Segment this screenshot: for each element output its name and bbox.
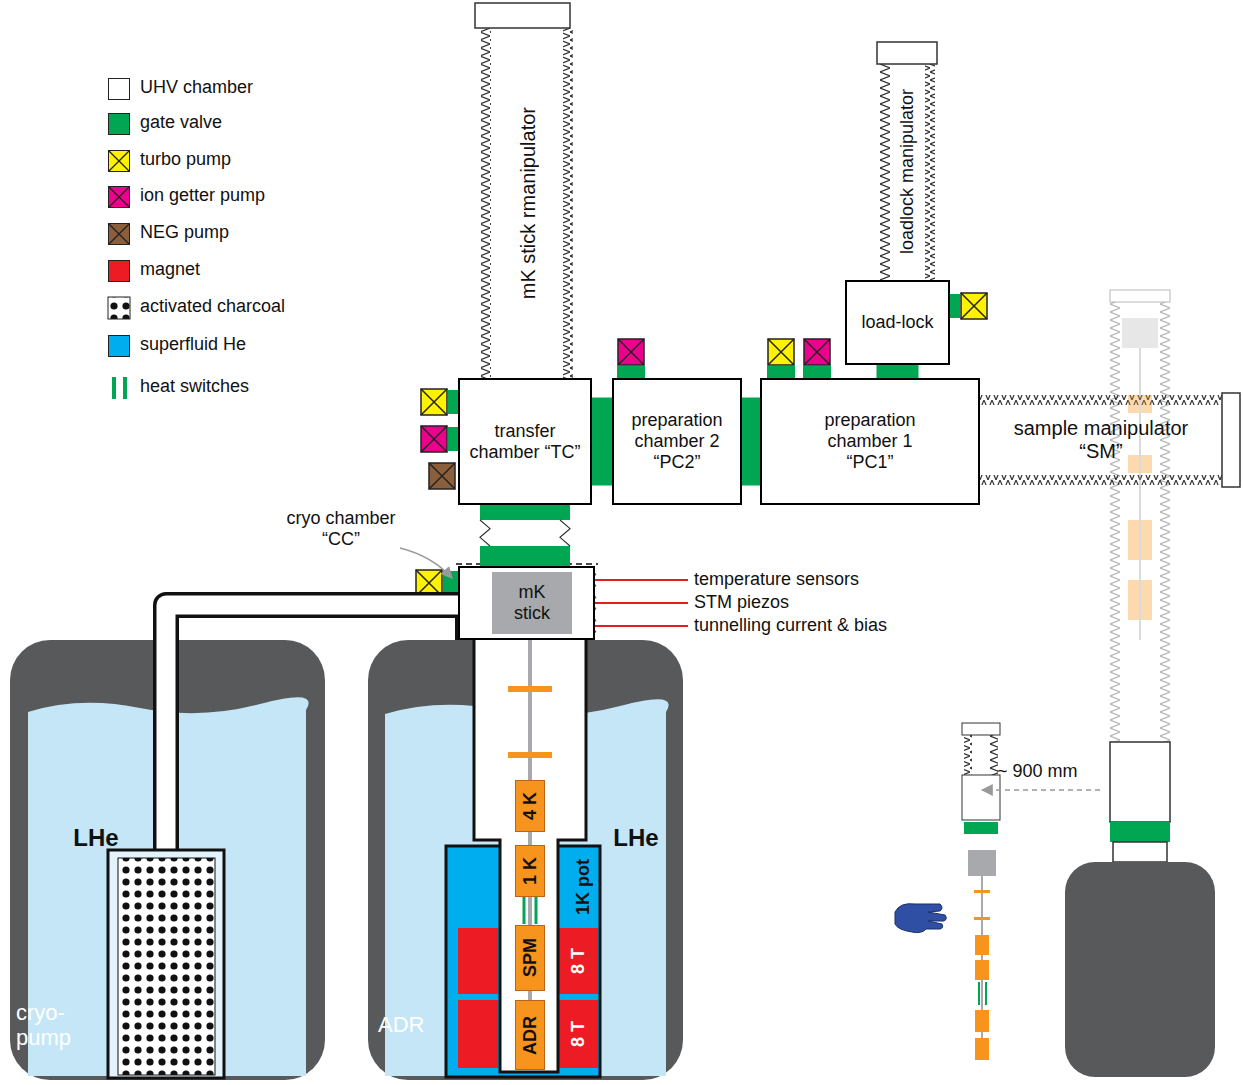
manipulator-bellows: sample manipulator “SM” — [980, 405, 1222, 475]
dimension-label: ~ 900 mm — [997, 761, 1078, 782]
chamber-box: load-lock — [845, 280, 950, 365]
node-text: ADR — [520, 1016, 541, 1055]
node-text: 1 K — [520, 857, 541, 885]
node-text: LHe — [596, 824, 676, 852]
node-text: SPM — [520, 938, 541, 977]
node-text: 8 T — [568, 948, 589, 974]
node-text: load-lock — [850, 312, 945, 333]
legend-text: ion getter pump — [140, 185, 265, 206]
signal-label: tunnelling current & bias — [694, 615, 887, 636]
node-text: mK stick — [500, 582, 564, 623]
legend-text: turbo pump — [140, 149, 231, 170]
stage-block: 4 K — [515, 780, 545, 832]
chamber-box: preparation chamber 1 “PC1” — [760, 378, 980, 505]
stage-block: SPM — [515, 925, 545, 991]
pot-label-region: 1K pot — [569, 848, 598, 926]
magnet-block: 8 T — [560, 1003, 596, 1065]
node-text: LHe — [56, 824, 136, 852]
heat-switch-swatch — [123, 377, 127, 399]
heat-switch-swatch — [112, 377, 116, 399]
legend-text: activated charcoal — [140, 296, 285, 317]
legend-text: NEG pump — [140, 222, 229, 243]
legend-swatch — [108, 223, 130, 245]
chamber-box: transfer chamber “TC” — [458, 378, 592, 505]
gate-valve-connector — [480, 505, 570, 566]
dewar: LHeADR 4 K 1 K SPM ADR 1K pot 8 T 8 T — [368, 640, 683, 1080]
legend-swatch — [108, 113, 130, 135]
magnet-block: 8 T — [560, 930, 596, 992]
node-text: ADR — [378, 1012, 438, 1037]
node-text: 8 T — [568, 1021, 589, 1047]
legend-text: UHV chamber — [140, 77, 253, 98]
signal-label: temperature sensors — [694, 569, 859, 590]
node-text: cryo chamber “CC” — [274, 508, 408, 549]
legend-text: magnet — [140, 259, 200, 280]
gate-valve-connector — [592, 441, 612, 442]
node-text: loadlock manipulator — [897, 89, 918, 254]
stage-block: 1 K — [515, 845, 545, 897]
node-text: transfer chamber “TC” — [465, 421, 585, 462]
legend-swatch — [108, 78, 130, 100]
node-text: 4 K — [520, 792, 541, 820]
manipulator-bellows: loadlock manipulator — [878, 64, 936, 280]
legend-swatch — [108, 260, 130, 282]
charcoal-swatch — [108, 297, 130, 319]
gate-valve-connector — [897, 365, 898, 378]
node-text: cryo-pump — [16, 1000, 82, 1051]
dewar: LHe cryo-pump — [10, 640, 325, 1080]
node-text: mK stick rmanipulator — [517, 107, 540, 299]
cryo-chamber-box: cryo chamber “CC”mK stick — [458, 566, 595, 640]
legend-swatch — [108, 150, 130, 172]
node-text: 1K pot — [573, 859, 594, 915]
chamber-box: preparation chamber 2 “PC2” — [612, 378, 742, 505]
mk-stick-box: mK stick — [492, 572, 572, 634]
legend-text: gate valve — [140, 112, 222, 133]
legend-swatch — [108, 335, 130, 357]
signal-label: STM piezos — [694, 592, 789, 613]
node-text: preparation chamber 1 “PC1” — [805, 410, 935, 472]
node-text: preparation chamber 2 “PC2” — [620, 410, 734, 472]
node-text: sample manipulator “SM” — [996, 417, 1206, 463]
legend-text: heat switches — [140, 376, 249, 397]
stage-block: ADR — [515, 1000, 545, 1070]
gate-valve-connector — [742, 441, 760, 442]
manipulator-bellows: mK stick rmanipulator — [480, 28, 576, 378]
legend-text: superfluid He — [140, 334, 246, 355]
legend-swatch — [108, 186, 130, 208]
